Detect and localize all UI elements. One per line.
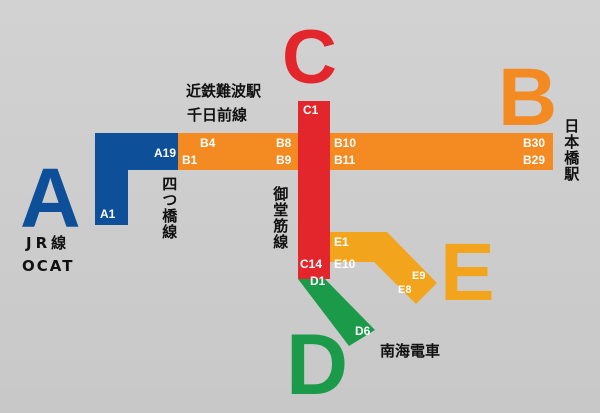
station-code-e10: E10	[334, 257, 356, 271]
station-code-b10: B10	[334, 136, 357, 150]
label-jr-line: JR線	[26, 234, 71, 252]
station-code-b11: B11	[334, 153, 356, 167]
line-e-shape	[330, 232, 437, 304]
label-ocat: OCAT	[22, 257, 75, 275]
line-d-shape	[298, 279, 375, 346]
station-code-b30: B30	[523, 136, 546, 150]
station-code-b1: B1	[182, 153, 198, 167]
line-a-shape	[95, 133, 185, 225]
station-code-e8: E8	[398, 284, 412, 296]
station-code-b4: B4	[200, 136, 216, 150]
line-c-letter: C	[282, 15, 337, 100]
line-a-letter: A	[20, 151, 81, 245]
station-code-b9: B9	[276, 153, 292, 167]
label-kintetsu-namba-station: 近鉄難波駅	[186, 82, 262, 100]
station-code-d6: D6	[355, 324, 371, 338]
station-code-c1: C1	[303, 103, 319, 117]
label-nihonbashi-station: 日本橋駅	[562, 118, 581, 182]
line-e-letter: E	[440, 227, 495, 318]
line-d-letter: D	[286, 317, 349, 413]
line-b-letter: B	[498, 52, 558, 143]
station-code-c14: C14	[300, 257, 323, 271]
line-c-shape	[298, 101, 330, 279]
label-nankai-railway: 南海電車	[380, 342, 441, 360]
label-yotsubashi-line: 四つ橋線	[160, 176, 179, 240]
station-code-b29: B29	[523, 153, 546, 167]
line-b-shape	[178, 133, 553, 170]
station-code-e9: E9	[412, 270, 426, 282]
station-code-a19: A19	[154, 146, 177, 160]
station-code-d1: D1	[310, 274, 326, 288]
station-code-b8: B8	[276, 136, 292, 150]
station-code-e1: E1	[334, 235, 349, 249]
label-sennichimae-line: 千日前線	[187, 106, 248, 124]
station-code-a1: A1	[100, 207, 116, 221]
label-midosuji-line: 御堂筋線	[271, 186, 290, 250]
